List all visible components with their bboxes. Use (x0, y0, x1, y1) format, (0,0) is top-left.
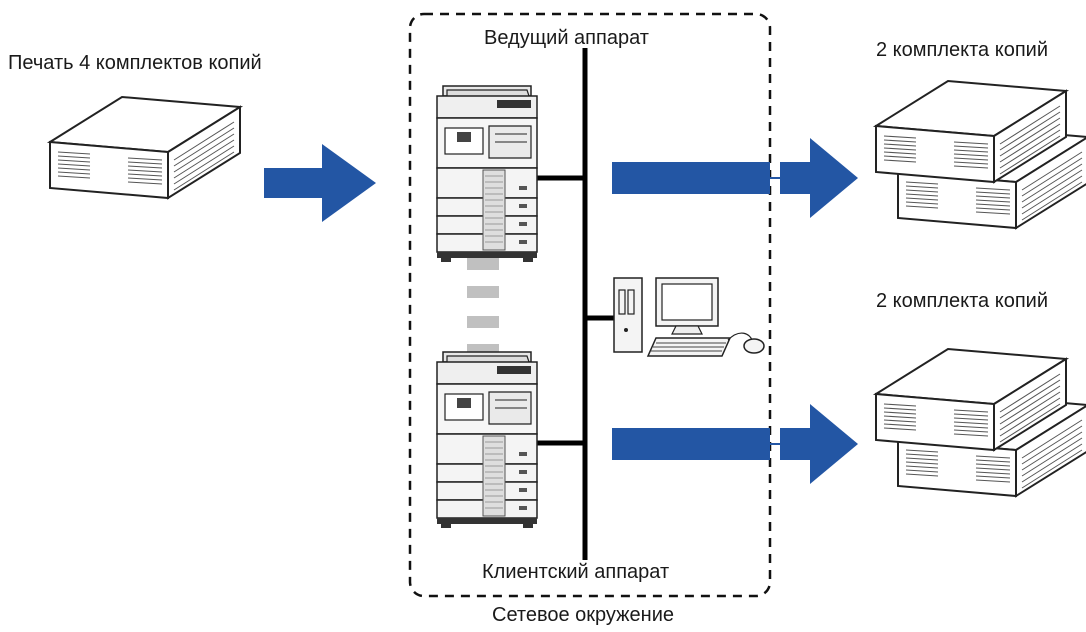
arrow-right-icon (612, 404, 858, 484)
master-printer-icon (436, 85, 538, 263)
output-top-label: 2 комплекта копий (876, 39, 1049, 61)
output-bottom-label: 2 комплекта копий (876, 290, 1049, 312)
network-boundary (408, 12, 772, 598)
client-printer-icon (436, 351, 538, 529)
source-label: Печать 4 комплектов копий (8, 52, 262, 74)
master-label: Ведущий аппарат (484, 27, 649, 49)
computer-icon (613, 277, 765, 357)
client-label: Клиентский аппарат (482, 561, 670, 583)
paper-stack-icon (49, 96, 241, 199)
arrow-right-icon (264, 144, 376, 222)
arrow-right-icon (612, 138, 858, 218)
network-label: Сетевое окружение (492, 604, 675, 626)
printer-link-dashes (467, 258, 499, 354)
